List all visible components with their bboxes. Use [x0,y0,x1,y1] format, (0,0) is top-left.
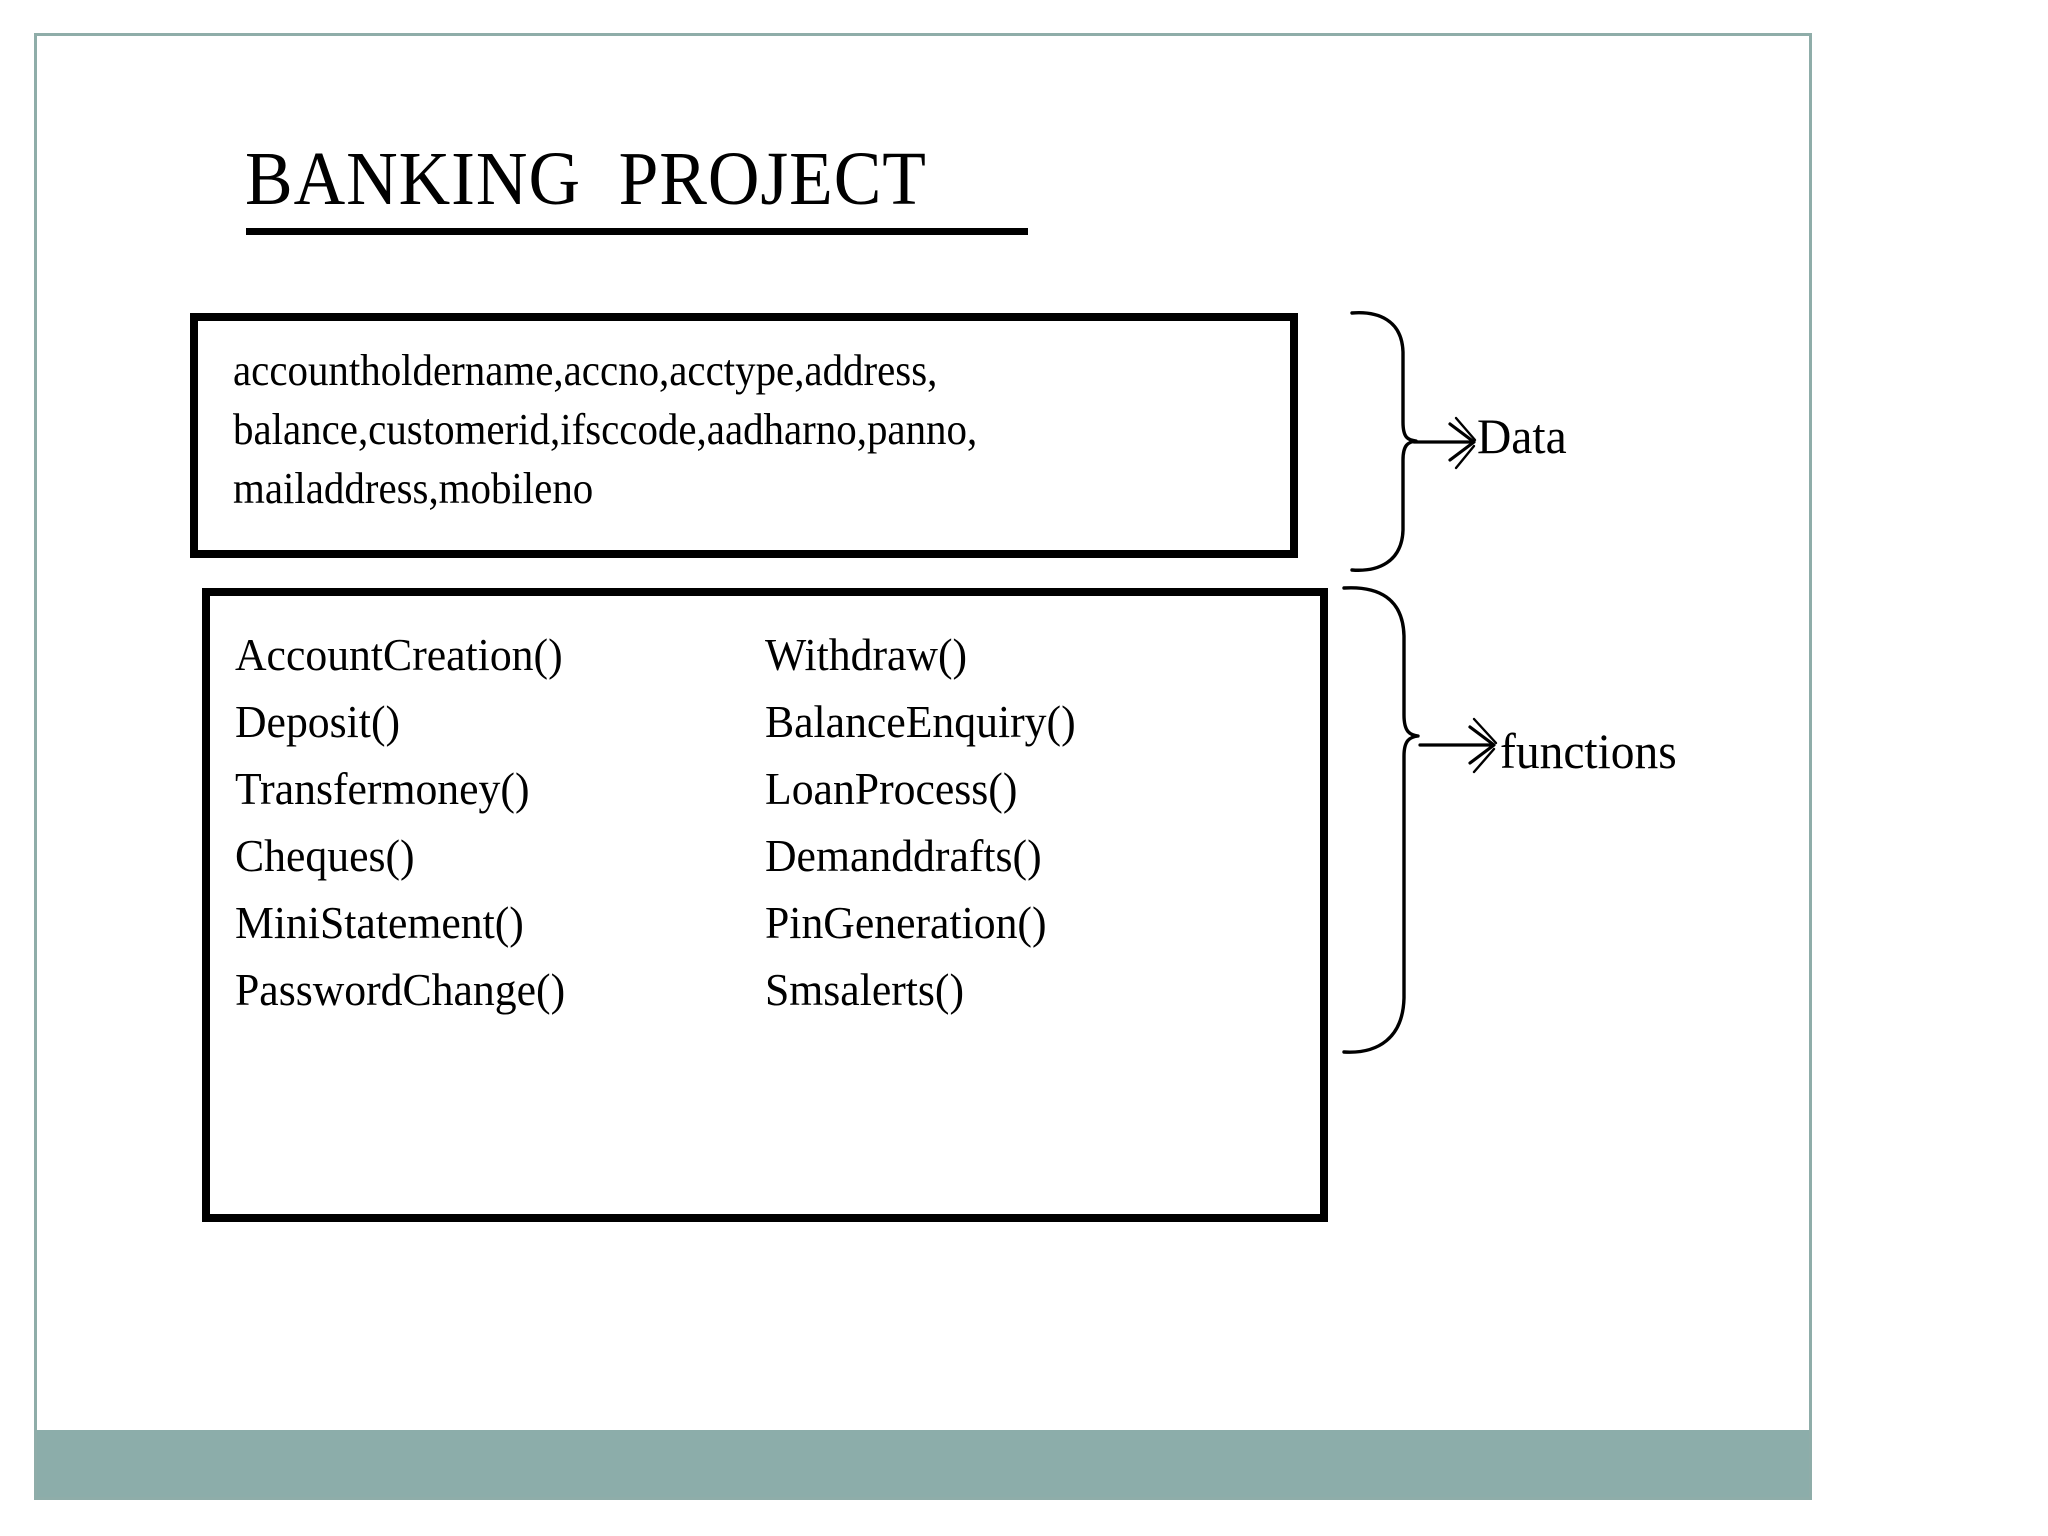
functions-annotation-label: functions [1500,723,1677,779]
list-item: PasswordChange() [235,964,566,1015]
functions-box: AccountCreation() Deposit() Transfermone… [202,588,1328,1222]
list-item: BalanceEnquiry() [765,696,1076,747]
list-item: Deposit() [235,696,401,747]
title-underline [246,228,1028,235]
list-item: Demanddrafts() [765,830,1042,881]
list-item: Cheques() [235,830,415,881]
list-item: Withdraw() [765,629,968,680]
page-title: BANKING PROJECT [245,137,927,221]
data-members-box: accountholdername,accno,acctype,address,… [190,313,1298,558]
list-item: Transfermoney() [235,763,530,814]
list-item: Smsalerts() [765,964,965,1015]
footer-accent-bar [37,1430,1809,1497]
curly-brace-right-icon [1342,586,1420,1054]
list-item: AccountCreation() [235,629,563,680]
functions-left-column: AccountCreation() Deposit() Transfermone… [235,621,565,1023]
list-item: MiniStatement() [235,897,524,948]
list-item: PinGeneration() [765,897,1047,948]
list-item: LoanProcess() [765,763,1018,814]
arrow-right-icon [1418,717,1498,774]
data-annotation-label: Data [1477,408,1567,464]
functions-right-column: Withdraw() BalanceEnquiry() LoanProcess(… [765,621,1076,1023]
arrow-right-icon [1412,416,1477,470]
data-members-list: accountholdername,accno,acctype,address,… [233,346,978,513]
